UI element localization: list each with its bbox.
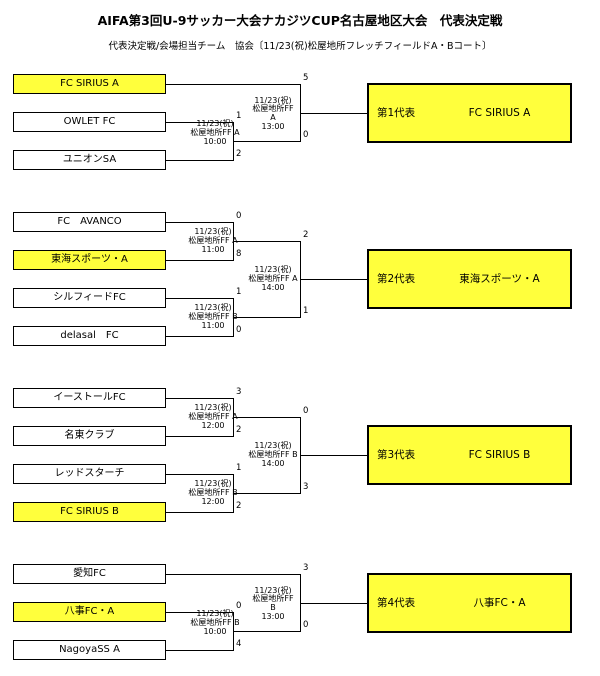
bracket-line [166, 260, 234, 261]
bracket-line [300, 279, 368, 280]
bracket-line [166, 336, 234, 337]
bracket-line [166, 650, 234, 651]
team-box: 愛知FC [13, 564, 166, 584]
representative-team: 東海スポーツ・A [459, 273, 540, 285]
score: 0 [236, 211, 242, 221]
bracket-line [166, 512, 234, 513]
bracket-line [166, 160, 234, 161]
representative-label: 第4代表 [377, 596, 416, 609]
bracket-line [233, 631, 301, 632]
representative-team: FC SIRIUS A [468, 106, 531, 119]
bracket-line [166, 474, 234, 475]
representative-team: FC SIRIUS B [468, 449, 531, 461]
bracket-line [233, 493, 301, 494]
score: 4 [236, 639, 242, 649]
score: 3 [236, 387, 242, 397]
score: 0 [236, 325, 242, 335]
score: 0 [303, 130, 309, 140]
team-box: ユニオンSA [13, 150, 166, 170]
team-box: 東海スポーツ・A [13, 250, 166, 270]
representative-box: 第1代表 FC SIRIUS A [367, 82, 572, 143]
team-box: FC SIRIUS A [13, 74, 166, 94]
representative-box: 第4代表 八事FC・A [367, 572, 572, 633]
bracket-line [166, 436, 234, 437]
bracket-line [166, 222, 234, 223]
page-subtitle: 代表決定戦/会場担当チーム 協会〔11/23(祝)松屋地所フレッチフィールドA・… [108, 41, 492, 52]
team-box: 名東クラブ [13, 426, 166, 446]
score: 0 [236, 601, 242, 611]
team-box: OWLET FC [13, 112, 166, 132]
score: 1 [303, 306, 309, 316]
bracket-line [166, 84, 301, 85]
bracket-line [300, 455, 368, 456]
bracket-line [166, 612, 234, 613]
bracket-line [166, 398, 234, 399]
score: 2 [236, 149, 242, 159]
score: 1 [236, 463, 242, 473]
bracket-line [166, 298, 234, 299]
page-title: AIFA第3回U-9サッカー大会ナカジツCUP名古屋地区大会 代表決定戦 [97, 13, 503, 28]
team-box: 八事FC・A [13, 602, 166, 622]
score: 8 [236, 249, 242, 259]
score: 2 [236, 501, 242, 511]
score: 2 [303, 230, 309, 240]
representative-box: 第2代表 東海スポーツ・A [367, 249, 572, 309]
score: 1 [236, 287, 242, 297]
team-box: delasal FC [13, 326, 166, 346]
score: 3 [303, 563, 309, 573]
bracket-line [166, 574, 301, 575]
representative-label: 第3代表 [377, 449, 416, 461]
team-box: レッドスターチ [13, 464, 166, 484]
bracket-line [233, 317, 301, 318]
team-box: FC SIRIUS B [13, 502, 166, 522]
bracket-line [300, 602, 368, 604]
score: 3 [303, 482, 309, 492]
score: 0 [303, 406, 309, 416]
representative-label: 第2代表 [377, 273, 416, 285]
representative-box: 第3代表 FC SIRIUS B [367, 425, 572, 485]
team-box: シルフィードFC [13, 288, 166, 308]
bracket-line [233, 141, 301, 142]
score: 2 [236, 425, 242, 435]
bracket-line [233, 241, 301, 242]
score: 0 [303, 620, 309, 630]
team-box: FC AVANCO [13, 212, 166, 232]
team-box: イーストールFC [13, 388, 166, 408]
representative-label: 第1代表 [377, 106, 416, 119]
bracket-line [166, 122, 234, 123]
score: 1 [236, 111, 242, 121]
representative-team: 八事FC・A [473, 596, 526, 609]
bracket-line [300, 112, 368, 114]
score: 5 [303, 73, 309, 83]
bracket-line [233, 417, 301, 418]
team-box: NagoyaSS A [13, 640, 166, 660]
